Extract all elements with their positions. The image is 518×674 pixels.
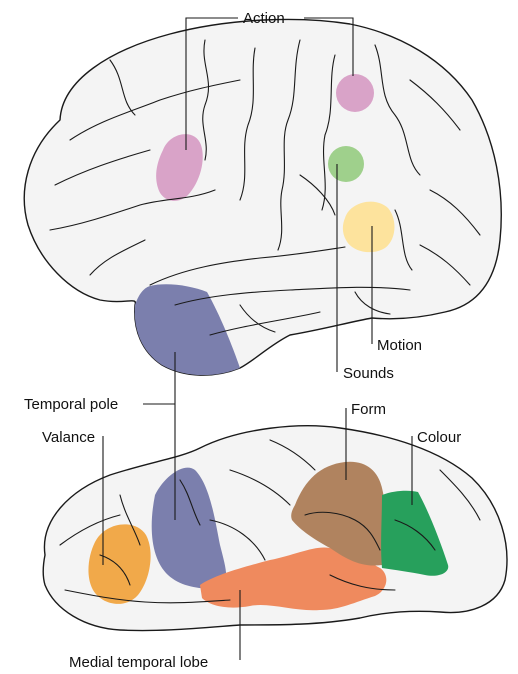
form-label: Form: [351, 401, 386, 418]
valance-label: Valance: [42, 429, 95, 446]
lateral-brain-outline: [24, 19, 501, 375]
sounds-region: [328, 146, 364, 182]
action-region-top: [336, 74, 374, 112]
medial-temporal-lobe-label: Medial temporal lobe: [69, 654, 208, 671]
action-label: Action: [243, 10, 285, 27]
colour-label: Colour: [417, 429, 461, 446]
sounds-label: Sounds: [343, 365, 394, 382]
ventral-brain-view: [43, 426, 507, 631]
motion-region: [343, 202, 395, 252]
lateral-brain-view: [24, 19, 501, 375]
motion-label: Motion: [377, 337, 422, 354]
temporal-pole-label: Temporal pole: [24, 396, 118, 413]
